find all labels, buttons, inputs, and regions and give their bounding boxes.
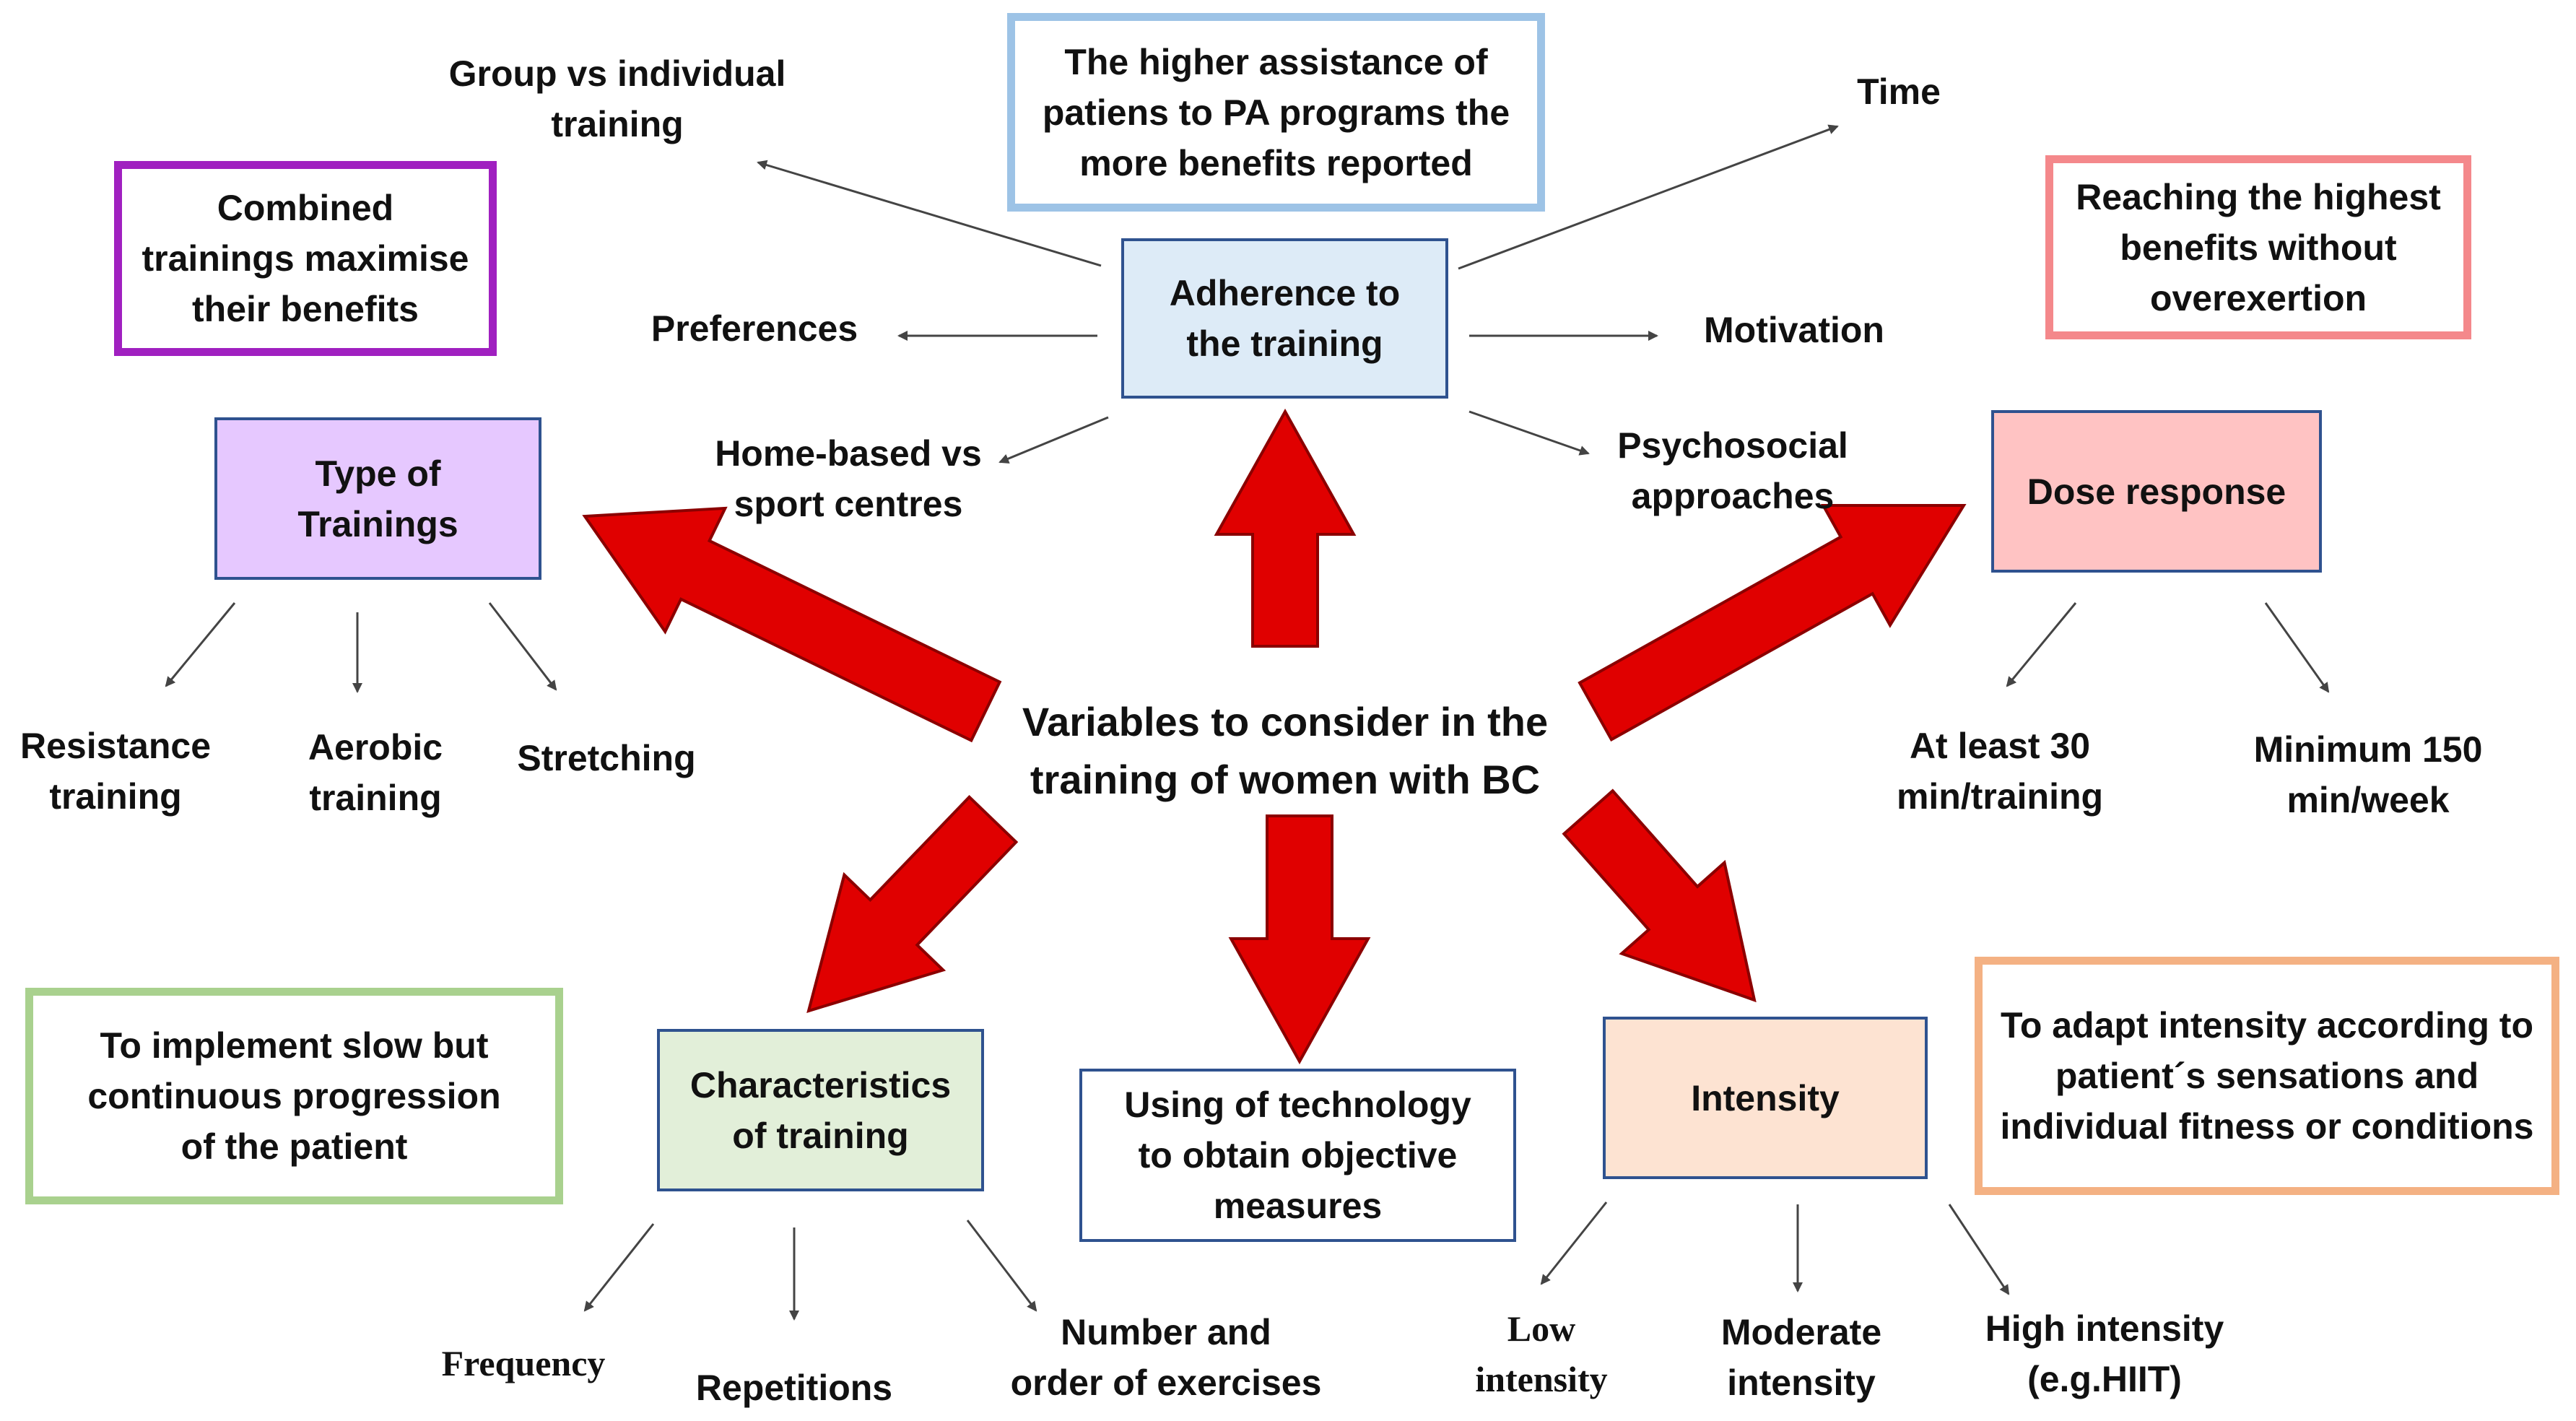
- dose-response-node: Dose response: [1991, 410, 2322, 573]
- motivation-label: Motivation: [1704, 310, 1884, 350]
- time-label: Time: [1857, 71, 1941, 112]
- group-vs-individual-label: Group vs individual training: [448, 53, 786, 144]
- characteristics-node: Characteristics of training: [657, 1029, 984, 1191]
- adherence-node: Adherence to the training: [1121, 238, 1448, 399]
- preferences-label: Preferences: [650, 308, 858, 349]
- combined-trainings-note: Combined trainings maximise their benefi…: [114, 161, 497, 356]
- dose-note: Reaching the highest benefits without ov…: [2045, 155, 2471, 339]
- home-based-label: Home-based vs sport centres: [715, 433, 982, 524]
- arrow-adherence-to-home: [998, 416, 1109, 464]
- big-arrow-right: [1578, 504, 1967, 742]
- repetitions-label: Repetitions: [695, 1368, 893, 1408]
- psychosocial-label: Psychosocial approaches: [1617, 425, 1848, 516]
- progression-note: To implement slow but continuous progres…: [25, 988, 563, 1204]
- big-arrow-down-right: [1562, 788, 1757, 1003]
- big-arrow-left: [582, 506, 1002, 743]
- thin-arrow-group: [165, 124, 2330, 1321]
- intensity-note: To adapt intensity according to patient´…: [1975, 957, 2559, 1195]
- arrow-char-to-number-order: [966, 1220, 1037, 1312]
- adherence-note: The higher assistance of patiens to PA p…: [1007, 13, 1545, 212]
- intensity-node: Intensity: [1603, 1017, 1928, 1179]
- arrow-type-to-resistance: [165, 602, 236, 687]
- aerobic-training-label: Aerobic training: [308, 727, 443, 818]
- arrow-type-to-stretching: [488, 602, 557, 691]
- low-intensity-label: Low intensity: [1475, 1308, 1608, 1399]
- moderate-intensity-label: Moderate intensity: [1720, 1312, 1882, 1403]
- big-arrow-down: [1228, 814, 1371, 1065]
- big-arrow-down-left: [806, 794, 1019, 1013]
- arrow-intensity-to-low: [1540, 1201, 1608, 1285]
- arrow-adherence-to-psychosocial: [1468, 410, 1590, 456]
- number-order-label: Number and order of exercises: [1010, 1312, 1322, 1403]
- arrow-adherence-to-time: [1458, 124, 1839, 270]
- min-per-training-label: At least 30 min/training: [1896, 726, 2104, 817]
- type-of-trainings-node: Type of Trainings: [214, 417, 541, 580]
- arrow-adherence-to-group: [757, 160, 1102, 267]
- high-intensity-label: High intensity (e.g.HIIT): [1985, 1308, 2224, 1399]
- arrow-dose-to-min-week: [2264, 602, 2330, 693]
- min-per-week-label: Minimum 150 min/week: [2253, 729, 2483, 820]
- arrow-dose-to-min-training: [2006, 602, 2077, 687]
- center-title: Variables to consider in the training of…: [1022, 699, 1549, 802]
- frequency-label: Frequency: [441, 1343, 606, 1383]
- arrow-intensity-to-high: [1948, 1204, 2010, 1295]
- stretching-label: Stretching: [517, 738, 696, 778]
- resistance-training-label: Resistance training: [19, 726, 212, 817]
- technology-node: Using of technology to obtain objective …: [1079, 1069, 1516, 1242]
- big-arrow-group: [582, 408, 1967, 1065]
- arrow-char-to-frequency: [583, 1223, 655, 1312]
- big-arrow-up: [1214, 408, 1357, 648]
